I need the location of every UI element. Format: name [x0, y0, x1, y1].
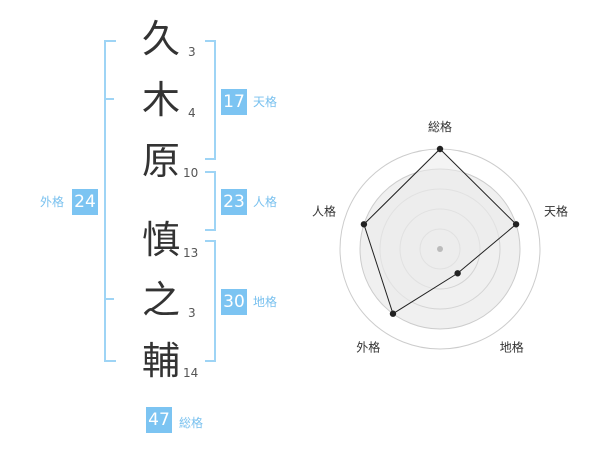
soukaku-value: 47 — [146, 407, 172, 433]
chikaku-bracket — [205, 240, 216, 362]
soukaku-label: 総格 — [179, 416, 204, 430]
radar-point-2 — [512, 221, 520, 228]
stroke-count-6: 14 — [183, 366, 199, 380]
name-char-4: 慎 — [141, 218, 180, 262]
name-char-2: 木 — [141, 78, 180, 122]
radar-data-polygon — [363, 148, 517, 315]
gaikaku-bracket-tick-upper — [104, 98, 114, 100]
gaikaku-bracket-tick-lower — [104, 298, 114, 300]
name-char-1: 久 — [141, 17, 180, 61]
tenkaku-value: 17 — [221, 89, 247, 115]
jinkaku-label: 人格 — [253, 195, 278, 209]
radar-outer-ring — [339, 148, 541, 350]
jinkaku-value: 23 — [221, 189, 247, 215]
stroke-count-4: 13 — [183, 246, 199, 260]
gaikaku-value: 24 — [72, 189, 98, 215]
radar-point-3 — [454, 270, 461, 277]
radar-axis-label-2: 天格 — [544, 203, 568, 218]
radar-center-dot — [437, 246, 443, 252]
name-char-3: 原 — [141, 139, 180, 183]
radar-inner-disc — [359, 168, 521, 330]
radar-point-4 — [389, 310, 397, 317]
chikaku-value: 30 — [221, 289, 247, 315]
gaikaku-label: 外格 — [40, 195, 65, 209]
stroke-count-3: 10 — [183, 166, 199, 180]
radar-axis-label-3: 地格 — [500, 340, 524, 355]
name-char-6: 輔 — [141, 339, 180, 383]
radar-axis-label-1: 総格 — [428, 119, 452, 134]
stroke-count-2: 4 — [188, 106, 196, 120]
chikaku-label: 地格 — [253, 295, 278, 309]
radar-axis-label-5: 人格 — [312, 203, 336, 218]
radar-ring — [419, 228, 461, 270]
radar-ring — [379, 188, 501, 310]
radar-ring — [399, 208, 481, 290]
gaikaku-bracket — [104, 40, 116, 362]
stroke-count-1: 3 — [188, 45, 196, 59]
radar-point-1 — [436, 145, 444, 153]
jinkaku-bracket — [205, 171, 216, 231]
name-char-5: 之 — [141, 278, 180, 322]
stroke-count-5: 3 — [188, 306, 196, 320]
tenkaku-bracket — [205, 40, 216, 160]
radar-point-5 — [360, 221, 368, 228]
radar-axis-label-4: 外格 — [356, 340, 380, 355]
tenkaku-label: 天格 — [253, 95, 278, 109]
